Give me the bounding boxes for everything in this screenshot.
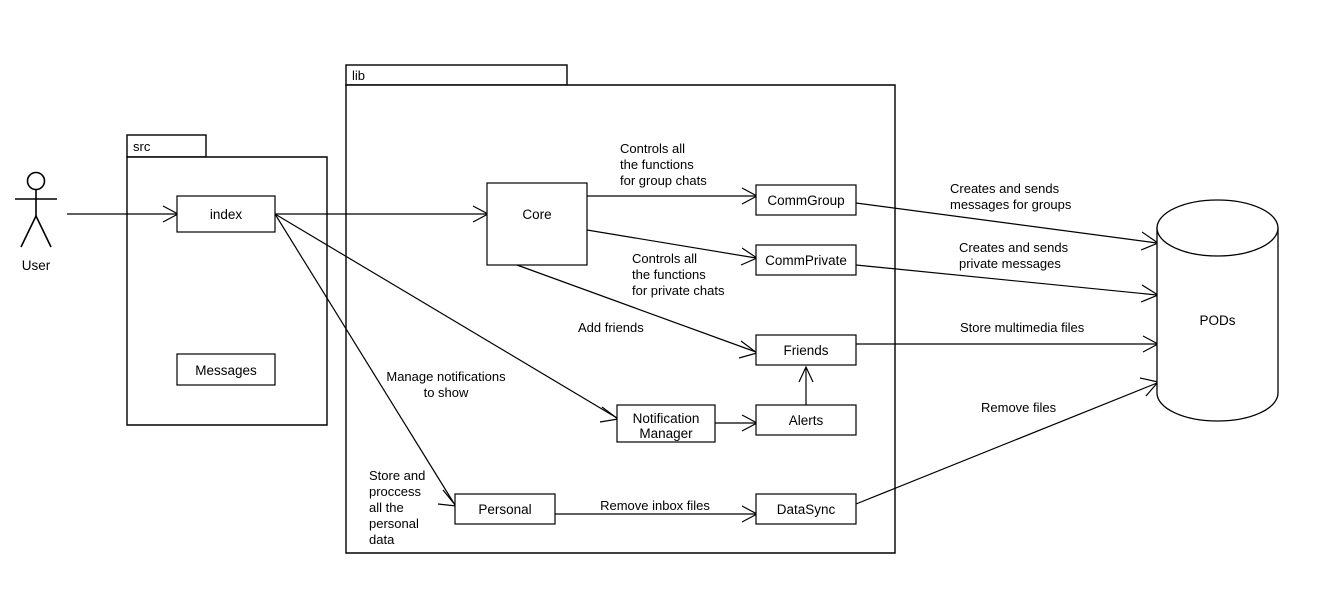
edge-label-manage-notifications-line2: to show [424,385,469,400]
edge-index-to-notification-manager-line [274,213,618,419]
edge-label-controls-private-line1: Controls all [632,251,697,266]
node-personal[interactable]: Personal [454,493,556,525]
node-index-label: index [210,207,243,222]
node-pods-database[interactable]: PODs [1156,199,1279,422]
package-src-label: src [133,139,151,154]
node-pods-cylinder-body [1156,227,1279,422]
node-commgroup-label: CommGroup [767,193,844,208]
edge-label-add-friends-text: Add friends [578,320,644,335]
edge-label-remove-inbox-files: Remove inbox files [600,498,710,513]
node-index-box [176,195,276,233]
node-personal-box [454,493,556,525]
edge-label-store-personal: Store and proccess all the personal data [369,468,425,547]
node-alerts[interactable]: Alerts [755,404,857,436]
edge-alerts-to-friends [798,365,814,405]
edge-alerts-to-friends-arrowhead [798,365,814,383]
node-commgroup[interactable]: CommGroup [755,184,857,216]
edge-label-store-personal-line1: Store and [369,468,425,483]
node-alerts-box [755,404,857,436]
node-commprivate[interactable]: CommPrivate [755,244,857,276]
edge-label-store-personal-line2: proccess [369,484,422,499]
edge-label-controls-group: Controls all the functions for group cha… [620,141,707,188]
edge-label-store-multimedia: Store multimedia files [960,320,1085,335]
edge-commgroup-to-pods-line [855,202,1158,244]
actor-left-leg-line [20,215,37,248]
node-personal-label: Personal [478,502,531,517]
edge-label-creates-group: Creates and sends messages for groups [950,181,1072,212]
edge-label-store-multimedia-text: Store multimedia files [960,320,1085,335]
edge-label-creates-private-line1: Creates and sends [959,240,1069,255]
edge-index-to-personal-line [274,213,456,506]
edge-datasync-to-pods-line [855,382,1158,505]
edge-label-creates-private-line2: private messages [959,256,1061,271]
node-pods-label: PODs [1199,313,1235,328]
node-datasync-box [755,493,857,525]
package-lib-label: lib [352,68,365,83]
package-lib[interactable]: lib [345,64,896,554]
edge-label-remove-inbox-files-text: Remove inbox files [600,498,710,513]
node-notification-manager[interactable]: Notification Manager [616,404,716,443]
edge-label-controls-private: Controls all the functions for private c… [632,251,725,298]
actor-user[interactable]: User [15,171,57,274]
edge-label-controls-private-line3: for private chats [632,283,725,298]
edge-label-store-personal-line3: all the [369,500,404,515]
edge-datasync-to-pods [855,377,1160,505]
edge-label-controls-group-line1: Controls all [620,141,685,156]
node-notification-manager-label-line2: Manager [639,426,693,441]
edge-label-remove-files: Remove files [981,400,1057,415]
node-commprivate-box [755,244,857,276]
edge-label-creates-group-line1: Creates and sends [950,181,1060,196]
node-messages-label: Messages [195,363,257,378]
actor-head-icon [26,171,46,191]
edge-label-controls-group-line2: the functions [620,157,694,172]
node-notification-manager-label-line1: Notification [633,411,700,426]
node-alerts-label: Alerts [789,413,824,428]
node-datasync-label: DataSync [777,502,836,517]
node-pods-cylinder-top [1156,199,1279,257]
edge-commprivate-to-pods-line [855,264,1158,296]
node-core-label: Core [522,207,551,222]
edge-label-controls-group-line3: for group chats [620,173,707,188]
edge-label-remove-files-text: Remove files [981,400,1057,415]
edge-label-store-personal-line5: data [369,532,395,547]
node-commgroup-box [755,184,857,216]
edge-label-creates-group-line2: messages for groups [950,197,1072,212]
package-lib-tab [345,64,568,86]
node-friends[interactable]: Friends [755,334,857,366]
edge-label-manage-notifications: Manage notifications to show [386,369,506,400]
actor-label: User [22,258,51,273]
node-friends-box [755,334,857,366]
edge-label-creates-private: Creates and sends private messages [959,240,1069,271]
edge-datasync-to-pods-arrowhead [1139,377,1160,397]
actor-right-leg-line [35,215,52,248]
node-index[interactable]: index [176,195,276,233]
node-friends-label: Friends [783,343,828,358]
edge-label-manage-notifications-line1: Manage notifications [386,369,506,384]
node-messages-box [176,353,276,386]
edge-core-to-friends-line [516,264,757,353]
node-datasync[interactable]: DataSync [755,493,857,525]
edge-label-add-friends: Add friends [578,320,644,335]
edge-friends-to-pods [856,335,1160,353]
node-core[interactable]: Core [486,182,588,266]
node-messages[interactable]: Messages [176,353,276,386]
node-commprivate-label: CommPrivate [765,253,847,268]
node-notification-manager-box [616,404,716,443]
edge-label-controls-private-line2: the functions [632,267,706,282]
node-core-box [486,182,588,266]
edge-label-store-personal-line4: personal [369,516,419,531]
edge-core-to-commprivate-line [586,229,757,259]
